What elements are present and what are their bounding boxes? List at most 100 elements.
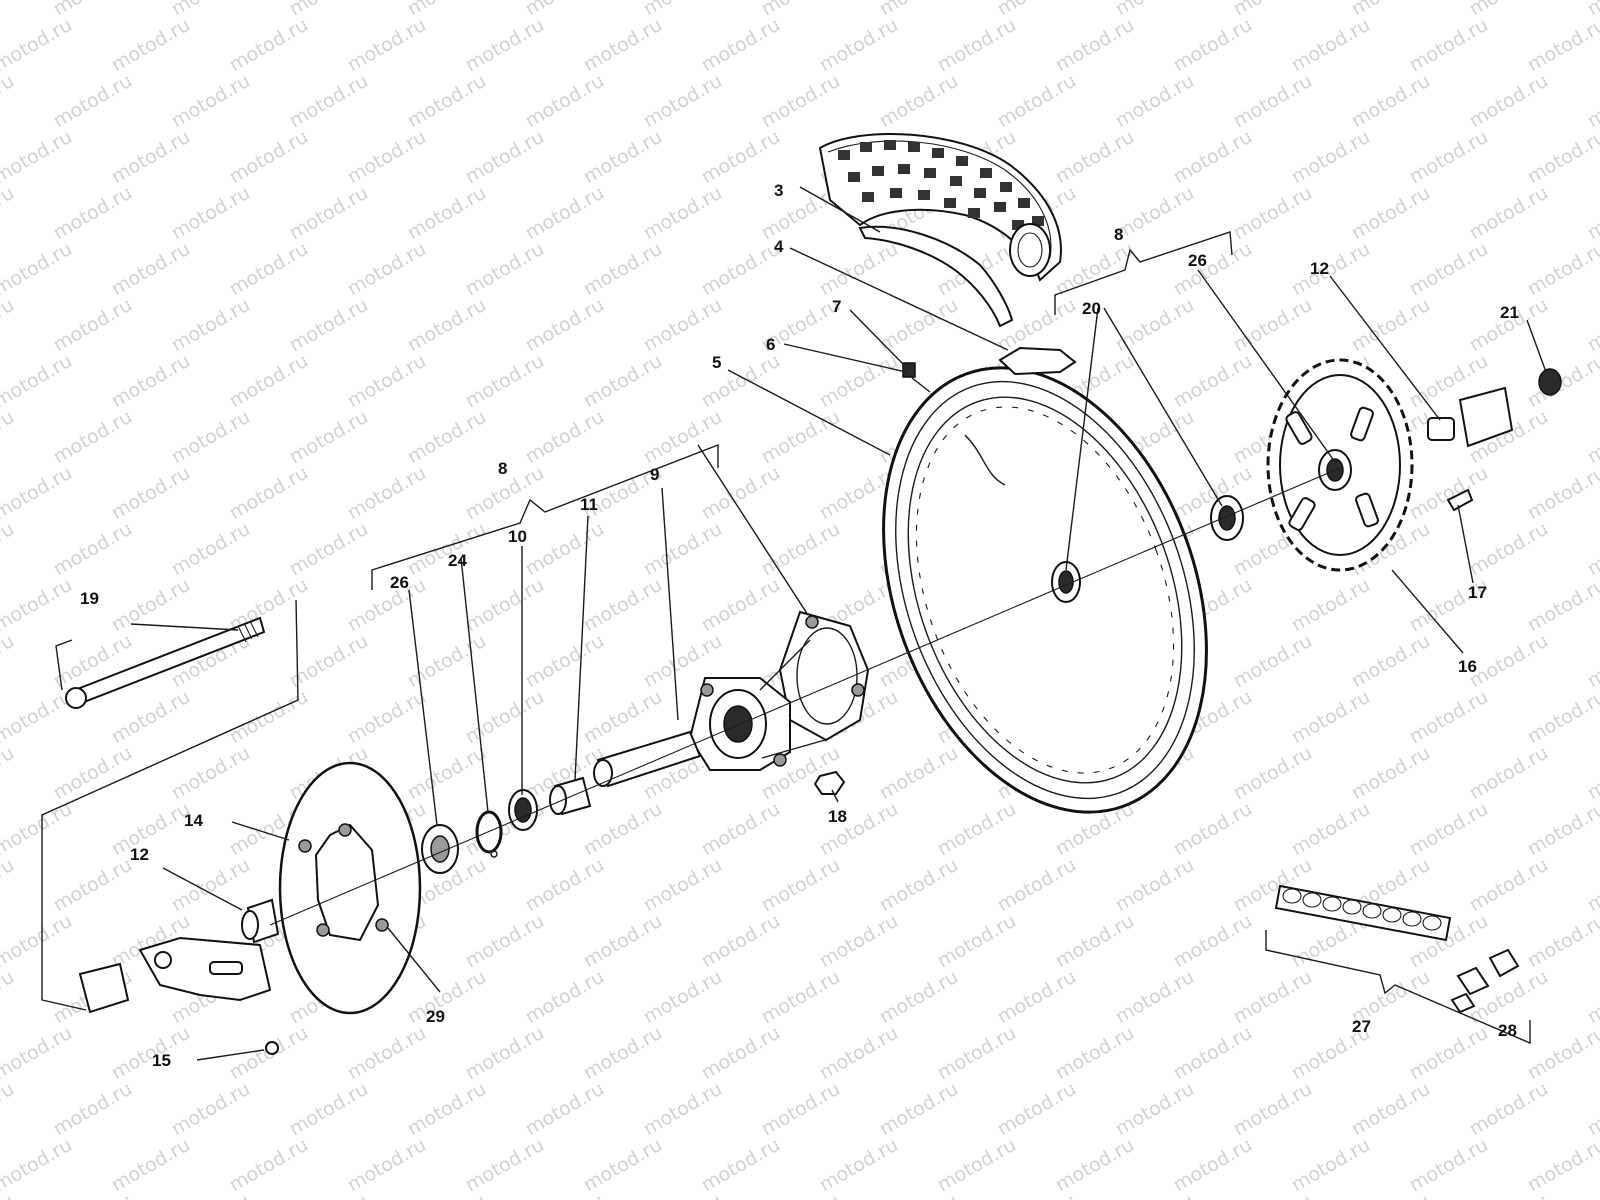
watermark-text: motod.ru [1406,462,1492,525]
watermark-text: motod.ru [994,854,1080,917]
watermark-text: motod.ru [1584,294,1600,357]
watermark-text: motod.ru [404,406,490,469]
watermark-text: motod.ru [758,518,844,581]
watermark-text: motod.ru [522,854,608,917]
callout-9: 9 [650,465,659,484]
callout-12-right: 12 [1310,259,1329,278]
group-bracket-top [1054,231,1233,315]
watermark-text: motod.ru [0,798,76,861]
watermark-text: motod.ru [758,966,844,1029]
watermark-text: motod.ru [286,406,372,469]
watermark-text: motod.ru [344,1022,430,1085]
watermark-text: motod.ru [876,1190,962,1200]
watermark-text: motod.ru [0,1190,18,1200]
watermark-text: motod.ru [226,462,312,525]
watermark-text: motod.ru [522,182,608,245]
watermark-text: motod.ru [108,1022,194,1085]
watermark-text: motod.ru [168,742,254,805]
watermark-text: motod.ru [698,798,784,861]
watermark-text: motod.ru [1170,1022,1256,1085]
rim-icon [882,366,1208,814]
callout-6: 6 [766,335,775,354]
watermark-text: motod.ru [758,854,844,917]
group-bracket-axle [41,599,299,1011]
watermark-text: motod.ru [0,126,76,189]
watermark-text: motod.ru [816,1022,902,1085]
watermark-text: motod.ru [698,462,784,525]
watermark-text: motod.ru [1584,966,1600,1029]
watermark-text: motod.ru [344,462,430,525]
axle-icon [55,616,266,709]
watermark-text: motod.ru [0,742,18,805]
hub-icon [688,610,870,771]
watermark-text: motod.ru [0,14,76,77]
watermark-text: motod.ru [50,182,136,245]
watermark-text: motod.ru [1466,1078,1552,1141]
callout-7: 7 [832,297,841,316]
watermark-text: motod.ru [698,910,784,973]
watermark-text: motod.ru [698,238,784,301]
watermark-text: motod.ru [108,238,194,301]
watermark-text: motod.ru [462,686,548,749]
watermark-text: motod.ru [286,1078,372,1141]
watermark-text: motod.ru [462,1134,548,1197]
watermark-text: motod.ru [758,1078,844,1141]
watermark-text: motod.ru [1466,630,1552,693]
watermark-text: motod.ru [1466,742,1552,805]
watermark-text: motod.ru [1524,1134,1600,1197]
watermark-text: motod.ru [108,686,194,749]
watermark-text: motod.ru [1112,966,1198,1029]
watermark-text: motod.ru [816,350,902,413]
chain-adjuster-left-icon [78,936,279,1055]
watermark-text: motod.ru [934,1022,1020,1085]
watermark-text: motod.ru [640,70,726,133]
watermark-text: motod.ru [1348,630,1434,693]
group-bracket-chain [1265,930,1531,1045]
watermark-text: motod.ru [286,294,372,357]
watermark-text: motod.ru [522,1190,608,1200]
callout-3: 3 [774,181,783,200]
watermark-text: motod.ru [994,70,1080,133]
watermark-text: motod.ru [1524,686,1600,749]
watermark-text: motod.ru [1524,574,1600,637]
axle-spacer-left-icon [241,898,280,944]
watermark-text: motod.ru [462,126,548,189]
watermark-text: motod.ru [462,1022,548,1085]
watermark-text: motod.ru [1112,70,1198,133]
watermark-text: motod.ru [0,238,76,301]
watermark-text: motod.ru [462,238,548,301]
watermark-text: motod.ru [50,518,136,581]
watermark-text: motod.ru [1052,126,1138,189]
watermark-text: motod.ru [404,966,490,1029]
watermark-text: motod.ru [286,630,372,693]
watermark-text: motod.ru [1170,798,1256,861]
callout-8-mid: 8 [498,459,507,478]
watermark-text: motod.ru [934,1134,1020,1197]
brake-disc-icon [278,761,422,1015]
watermark-text: motod.ru [404,294,490,357]
spacer-icon [593,730,702,788]
callout-17: 17 [1468,583,1487,602]
watermark-text: motod.ru [1406,126,1492,189]
watermark-text: motod.ru [1052,910,1138,973]
callout-14: 14 [184,811,203,830]
watermark-text: motod.ru [1466,70,1552,133]
watermark-text: motod.ru [1584,630,1600,693]
watermark-text: motod.ru [344,1134,430,1197]
watermark-text: motod.ru [0,854,18,917]
watermark-text: motod.ru [0,70,18,133]
watermark-text: motod.ru [1348,1078,1434,1141]
watermark-text: motod.ru [0,686,76,749]
watermark-text: motod.ru [1406,238,1492,301]
callout-10: 10 [508,527,527,546]
watermark-text: motod.ru [1584,70,1600,133]
callout-20: 20 [1082,299,1101,318]
watermark-text: motod.ru [344,238,430,301]
callout-21: 21 [1500,303,1519,322]
watermark-text: motod.ru [0,1134,76,1197]
watermark-text: motod.ru [580,350,666,413]
watermark-text: motod.ru [168,854,254,917]
watermark-text: motod.ru [404,182,490,245]
watermark-text: motod.ru [1406,1134,1492,1197]
watermark-text: motod.ru [1524,798,1600,861]
